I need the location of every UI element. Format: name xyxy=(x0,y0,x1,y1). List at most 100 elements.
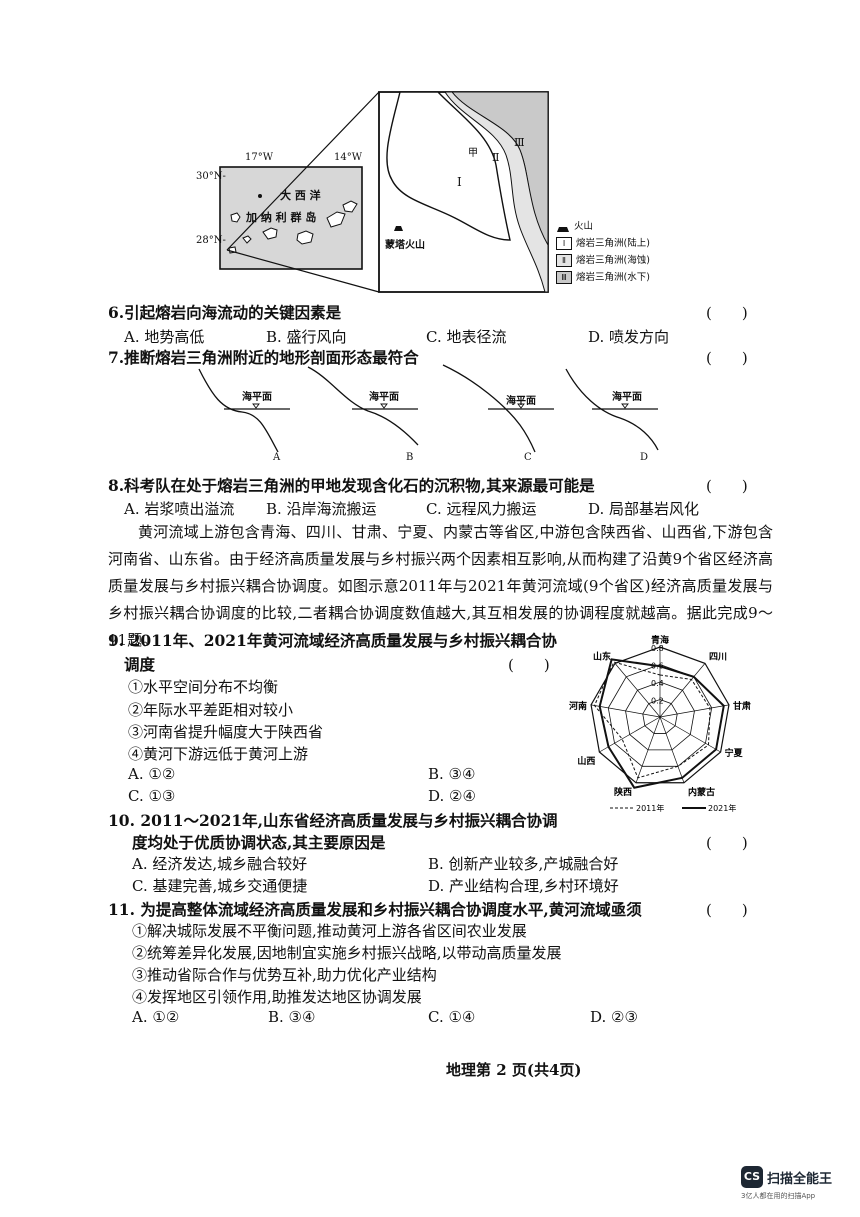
q11-answer-paren: ( ) xyxy=(706,901,748,919)
q9-answer-paren: ( ) xyxy=(508,656,550,674)
zone-ii-label: Ⅱ xyxy=(492,151,500,164)
q11-option-c: C. ①④ xyxy=(428,1008,476,1026)
lat-label-30n: 30°N- xyxy=(196,171,226,182)
radar-legend-2021-label: 2021年 xyxy=(708,803,736,813)
q6-option-b: B. 盛行风向 xyxy=(266,328,347,346)
q10-answer-paren: ( ) xyxy=(706,834,748,852)
q7-stem: 7.推断熔岩三角洲附近的地形剖面形态最符合 xyxy=(108,348,419,367)
q9-stem-line1: 9. 2011年、2021年黄河流域经济高质量发展与乡村振兴耦合协 xyxy=(108,631,557,650)
radar-spoke xyxy=(599,716,661,753)
legend-volcano: 火山 xyxy=(556,218,650,235)
canary-islands-map-figure xyxy=(219,91,549,293)
q10-stem-line1: 10. 2011～2021年,山东省经济高质量发展与乡村振兴耦合协调 xyxy=(108,811,558,830)
ocean-label: 大 西 洋 xyxy=(280,189,321,202)
zone-i-label: Ⅰ xyxy=(457,175,462,189)
radar-category-label: 四川 xyxy=(709,651,727,662)
lat-label-28n: 28°N- xyxy=(196,235,226,246)
radar-grid-ring xyxy=(607,664,713,767)
legend-volcano-icon xyxy=(556,224,570,232)
q9-stem-line2: 调度 xyxy=(124,655,156,674)
lon-label-14w: 14°W xyxy=(334,152,363,163)
radar-category-label: 内蒙古 xyxy=(688,786,715,798)
q6-option-a: A. 地势高低 xyxy=(124,328,205,346)
q6-answer-paren: ( ) xyxy=(706,304,748,322)
profile-a-curve xyxy=(198,368,279,453)
profile-d-sea-label: 海平面 xyxy=(612,392,642,403)
q8-option-b: B. 沿岸海流搬运 xyxy=(266,500,377,518)
radar-series-2021年 xyxy=(598,658,725,789)
q10-option-a: A. 经济发达,城乡融合较好 xyxy=(132,855,308,873)
profile-d-curve xyxy=(565,368,659,451)
land-coastline xyxy=(386,91,511,241)
radar-spoke xyxy=(635,716,661,783)
zone-ii-eroded xyxy=(444,91,549,293)
q8-answer-paren: ( ) xyxy=(706,477,748,495)
radar-legend-2011-label: 2011年 xyxy=(636,803,664,813)
radar-spoke xyxy=(659,716,721,753)
volcano-icon xyxy=(394,226,403,231)
radar-category-label: 宁夏 xyxy=(725,747,744,759)
q11-option-a: A. ①② xyxy=(132,1008,180,1026)
q6-option-d: D. 喷发方向 xyxy=(588,328,670,346)
q6-stem: 6.引起熔岩向海流动的关键因素是 xyxy=(108,303,342,322)
q11-statement-3: ③推动省际合作与优势互补,助力优化产业结构 xyxy=(132,966,437,984)
q11-stem: 11. 为提高整体流域经济高质量发展和乡村振兴耦合协调度水平,黄河流域亟须 xyxy=(108,900,642,919)
profile-c-curve xyxy=(442,364,536,453)
radar-category-label: 河南 xyxy=(569,700,587,712)
radar-category-label: 山西 xyxy=(577,755,595,767)
q9-option-c: C. ①③ xyxy=(128,787,176,805)
q9-statement-4: ④黄河下游远低于黄河上游 xyxy=(128,745,309,763)
q11-option-d: D. ②③ xyxy=(590,1008,638,1026)
radar-spoke xyxy=(614,663,661,718)
radar-tick-label: 0.2 xyxy=(651,697,664,706)
scanner-watermark: CS 扫描全能王 3亿人都在用的扫描App xyxy=(741,1166,832,1201)
point-jia-label: 甲 xyxy=(468,148,478,159)
q9-option-d: D. ②④ xyxy=(428,787,476,805)
legend-zone-i-box: Ⅰ xyxy=(556,237,572,250)
q7-answer-paren: ( ) xyxy=(706,349,748,367)
q8-option-d: D. 局部基岩风化 xyxy=(588,500,700,518)
radar-category-label: 甘肃 xyxy=(733,700,751,712)
radar-spoke xyxy=(659,716,685,783)
radar-spoke xyxy=(591,704,661,718)
volcano-location-dot xyxy=(258,194,262,198)
profile-a-letter: A xyxy=(273,452,281,463)
radar-spoke xyxy=(659,704,729,718)
watermark-tagline: 3亿人都在用的扫描App xyxy=(741,1192,816,1200)
q8-option-a: A. 岩浆喷出溢流 xyxy=(124,500,235,518)
profile-c-letter: C xyxy=(524,452,532,463)
radar-category-label: 青海 xyxy=(651,634,669,646)
q8-option-c: C. 远程风力搬运 xyxy=(426,500,537,518)
radar-spoke xyxy=(659,663,706,718)
inset-connector-top xyxy=(226,91,380,251)
volcano-name-label: 蒙塔火山 xyxy=(385,240,425,251)
q9-option-a: A. ①② xyxy=(128,765,176,783)
q6-option-c: C. 地表径流 xyxy=(426,328,507,346)
radar-tick-label: 0.4 xyxy=(651,679,664,688)
cs-logo-icon: CS xyxy=(741,1166,763,1188)
q7-profile-diagrams xyxy=(198,364,659,453)
q9-option-b: B. ③④ xyxy=(428,765,476,783)
radar-category-label: 山东 xyxy=(593,650,611,662)
profile-b-sea-label: 海平面 xyxy=(369,392,399,403)
q10-option-c: C. 基建完善,城乡交通便捷 xyxy=(132,877,308,895)
lon-label-17w: 17°W xyxy=(245,152,274,163)
legend-zone-iii-box: Ⅲ xyxy=(556,271,572,284)
q11-statement-1: ①解决城际发展不平衡问题,推动黄河上游各省区间农业发展 xyxy=(132,922,527,940)
islands-label: 加 纳 利 群 岛 xyxy=(246,211,317,224)
profile-d-letter: D xyxy=(640,452,649,463)
q11-statement-4: ④发挥地区引领作用,助推发达地区协调发展 xyxy=(132,988,422,1006)
inset-connector-bottom xyxy=(226,249,380,293)
watermark-app-name: 扫描全能王 xyxy=(767,1171,833,1187)
radar-series-2011年 xyxy=(593,661,711,779)
q9-statement-1: ①水平空间分布不均衡 xyxy=(128,678,279,696)
radar-tick-label: 0.8 xyxy=(651,644,664,653)
legend-zone-ii-box: Ⅱ xyxy=(556,254,572,267)
profile-a-sea-label: 海平面 xyxy=(242,392,272,403)
radar-grid-ring xyxy=(625,681,695,751)
zone-iii-label: Ⅲ xyxy=(514,136,525,149)
